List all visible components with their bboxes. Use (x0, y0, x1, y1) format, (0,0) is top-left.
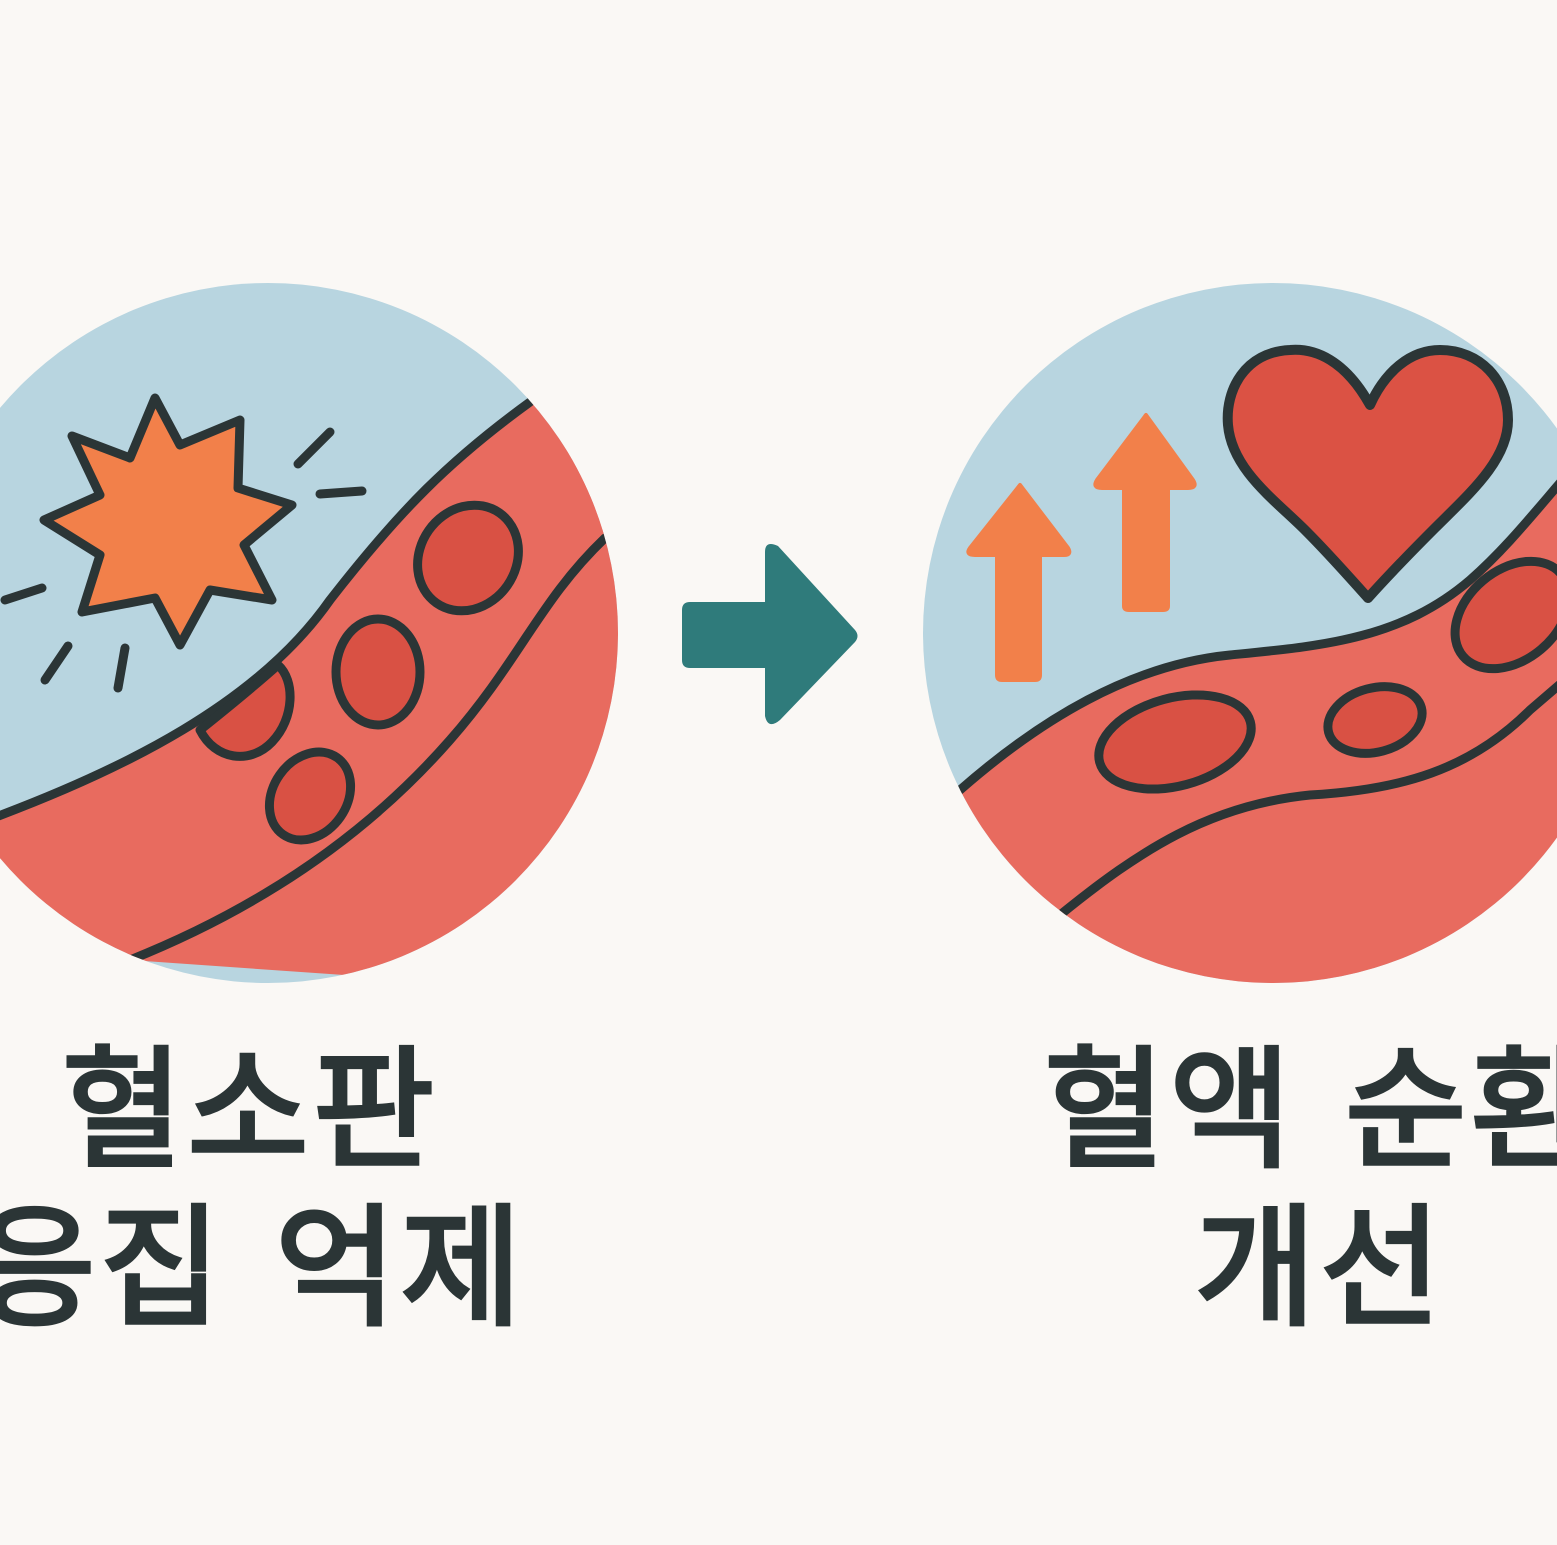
red-blood-cell-icon (1450, 556, 1557, 674)
red-blood-cell-icon (264, 747, 356, 845)
right-panel-circle (923, 283, 1557, 983)
red-blood-cell-icon (413, 500, 523, 616)
heart-icon (1222, 344, 1513, 603)
right-arrow-icon (682, 544, 858, 725)
right-caption-line-1: 혈액 순환 (1044, 1034, 1557, 1188)
up-arrow-icon (1093, 413, 1197, 612)
red-blood-cell-icon (1323, 682, 1427, 758)
up-arrow-icon (966, 483, 1072, 682)
red-blood-cell-icon (1094, 690, 1256, 794)
right-caption-line-2: 개선 (1194, 1192, 1446, 1346)
burst-icon (39, 393, 297, 650)
left-panel-circle (0, 283, 618, 983)
red-blood-cell-icon (331, 614, 425, 730)
left-caption-line-1: 혈소판 (61, 1034, 439, 1188)
red-blood-cell-icon (195, 660, 295, 761)
left-caption: 혈소판 응집 억제 (0, 1032, 530, 1348)
burst-rays-icon (0, 427, 367, 693)
left-caption-line-2: 응집 억제 (0, 1192, 526, 1346)
right-caption: 혈액 순환 개선 (1000, 1032, 1557, 1348)
